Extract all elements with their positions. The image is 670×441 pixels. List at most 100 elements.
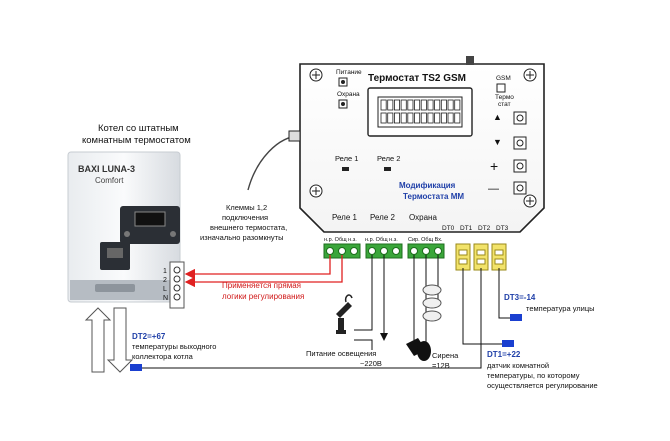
boiler-terminal-screw-icon	[173, 266, 181, 274]
lcd-cell	[400, 112, 407, 124]
lcd-cell	[434, 112, 441, 124]
wire-sensor-dt1	[462, 268, 502, 345]
clamps-note-4: изначально разомкнуты	[200, 233, 283, 242]
dt2-label: DT2	[478, 225, 491, 232]
terminal-screw-icon	[326, 247, 442, 255]
dt1-description-2: температуры, по которому	[487, 371, 580, 380]
lighting-label: Питание освещения	[306, 349, 376, 358]
lcd-cell	[427, 112, 434, 124]
relay2-led-icon	[384, 167, 391, 171]
screw-icon	[309, 68, 537, 208]
terminal-label: 2	[163, 277, 167, 284]
dt2-description-2: коллектора котла	[132, 352, 194, 361]
sensor-dt1-icon	[502, 340, 514, 347]
sensor-connector-pins	[458, 249, 504, 265]
clamps-note: Клеммы 1,2	[226, 203, 267, 212]
boiler-terminal-screw-icon	[173, 284, 181, 292]
lcd-cell	[447, 112, 454, 124]
lcd-cell	[393, 112, 400, 124]
modification-label-2: Термостата ММ	[403, 192, 464, 201]
dt3-description: температура улицы	[526, 304, 595, 313]
boiler-caption: Котел со штатным	[98, 123, 179, 134]
direct-logic-note: Применяется прямая	[222, 281, 301, 290]
bottom-relay2-label: Реле 2	[370, 213, 396, 222]
dt1-value: DT1=+22	[487, 350, 521, 359]
wires	[142, 255, 510, 369]
boiler-terminal-screw-icon	[173, 275, 181, 283]
antenna-icon	[466, 56, 474, 65]
dt0-label: DT0	[442, 225, 455, 232]
wire-red	[184, 255, 343, 288]
relay1-led-icon	[342, 167, 349, 171]
lcd-cell	[380, 99, 387, 111]
wire-sensor-dt3	[498, 268, 510, 319]
led-power-dot	[341, 80, 345, 84]
modification-label: Модификация	[399, 181, 456, 190]
lcd-segments	[380, 99, 461, 124]
device-body	[299, 63, 545, 233]
lcd-cell	[414, 112, 421, 124]
led-gsm-label: GSM	[496, 75, 511, 82]
minus-icon: —	[488, 183, 499, 195]
led-thermostat-label-2: стат	[498, 101, 511, 108]
lcd-cell	[420, 99, 427, 111]
terminal-blocks: н.р. Общ н.з. н.р. Общ н.з. Сир. Общ Вх.	[323, 237, 507, 271]
lighting-voltage: ~220В	[360, 359, 382, 368]
boiler: Котел со штатным комнатным термостатом B…	[67, 123, 191, 373]
terminal-relay1-label: н.р. Общ н.з.	[324, 237, 357, 243]
sensor-connectors	[455, 243, 507, 271]
lcd-cell	[420, 112, 427, 124]
boiler-display	[134, 211, 166, 227]
lcd-cell	[387, 99, 394, 111]
lcd-cell	[440, 112, 447, 124]
arrow-down-icon: ▼	[493, 137, 502, 147]
bottom-security-label: Охрана	[409, 213, 437, 222]
boiler-terminal-screw-icon	[173, 293, 181, 301]
dt2-value: DT2=+67	[132, 332, 166, 341]
terminal-label: 1	[163, 268, 167, 275]
lamp-icon	[336, 294, 353, 334]
sensor-dt2-icon	[130, 364, 142, 371]
wire-red	[184, 255, 331, 280]
lcd-cell	[454, 99, 461, 111]
boiler-caption-2: комнатным термостатом	[82, 135, 191, 146]
boiler-knob-icon	[170, 231, 176, 237]
lcd-cell	[440, 99, 447, 111]
clamps-note-3: внешнего термостата,	[210, 223, 287, 232]
arrow-up-icon: ▲	[493, 112, 502, 122]
led-thermostat-label: Термо	[495, 94, 514, 101]
lcd-cell	[380, 112, 387, 124]
lcd-cell	[427, 99, 434, 111]
terminal-security-label: Сир. Общ Вх.	[408, 237, 443, 243]
direct-logic-note-2: логики регулирования	[222, 292, 304, 301]
sensor-dt3-icon	[510, 314, 522, 321]
thermostat-device: Термостат TS2 GSM Питание Охрана GSM Тер…	[247, 56, 545, 233]
dt3-label: DT3	[496, 225, 509, 232]
lcd-cell	[447, 99, 454, 111]
wire-lighting	[354, 339, 373, 350]
button-minus-cap	[516, 184, 524, 192]
siren-voltage: =12В	[432, 361, 450, 370]
relay2-led-label: Реле 2	[377, 154, 400, 163]
lcd-cell	[387, 112, 394, 124]
button-down-cap	[516, 139, 524, 147]
button-up-cap	[516, 114, 524, 122]
clamps-note-2: подключения	[222, 213, 268, 222]
power-cable	[247, 135, 301, 191]
pipe-arrows	[84, 307, 134, 373]
terminal-relay2-label: н.р. Общ н.з.	[365, 237, 398, 243]
led-security-dot	[341, 102, 345, 106]
led-power-label: Питание	[336, 69, 362, 76]
bottom-relay1-label: Реле 1	[332, 213, 358, 222]
device-title: Термостат TS2 GSM	[368, 73, 466, 84]
plus-icon: +	[490, 158, 498, 174]
wire-lighting	[354, 255, 373, 331]
dt1-label: DT1	[460, 225, 473, 232]
boiler-brand-model: Comfort	[95, 176, 124, 185]
relay1-led-label: Реле 1	[335, 154, 358, 163]
dt2-description: температуры выходного	[132, 342, 216, 351]
siren-icon	[406, 338, 431, 361]
lcd-cell	[400, 99, 407, 111]
lcd-cell	[393, 99, 400, 111]
led-gsm-icon	[496, 83, 506, 93]
